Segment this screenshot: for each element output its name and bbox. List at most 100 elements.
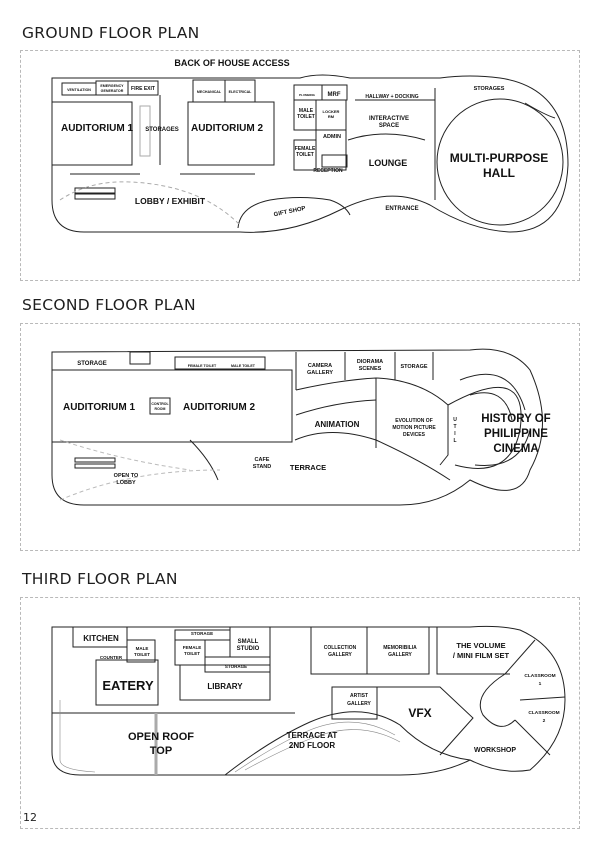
- terrace-label: TERRACE: [290, 463, 326, 472]
- control-room: [149, 397, 171, 415]
- entrance-label: ENTRANCE: [385, 206, 418, 212]
- auditorium-1-room: [51, 101, 133, 166]
- terrace-curve: [224, 711, 471, 776]
- history-label-1: HISTORY OF: [481, 413, 550, 425]
- small-studio-label-2: STUDIO: [237, 646, 260, 652]
- memoribilia-gallery-label-2: GALLERY: [388, 652, 412, 658]
- ventilation-label: VENTILATION: [67, 88, 91, 92]
- eatery-label: EATERY: [102, 678, 154, 693]
- admin-label: ADMIN: [323, 134, 341, 140]
- open-to-lobby-label-2: LOBBY: [116, 480, 136, 486]
- diorama-label-2: SCENES: [359, 366, 382, 372]
- artist-gallery-room: [331, 686, 378, 720]
- second-floor-frame: [20, 323, 580, 551]
- camera-gallery-label-2: GALLERY: [307, 370, 333, 376]
- multipurpose-hall-label-2: HALL: [483, 166, 515, 180]
- third-male-toilet-label-2: TOILET: [134, 652, 150, 657]
- locker-label-1: LOCKER: [323, 109, 340, 114]
- small-studio-label-1: SMALL: [238, 639, 259, 645]
- artist-gallery-label-1: ARTIST: [350, 693, 368, 699]
- interactive-space-label-1: INTERACTIVE: [369, 116, 409, 122]
- female-toilet-label-2: TOILET: [296, 152, 314, 158]
- third-storage-top-label: STORAGE: [191, 631, 213, 636]
- second-storage-label: STORAGE: [77, 361, 107, 367]
- volume-label-2: / MINI FILM SET: [453, 651, 510, 660]
- cafe-stand-label-2: STAND: [253, 464, 272, 470]
- evolution-label-2: MOTION PICTURE: [392, 425, 436, 431]
- hallway-docking-label: HALLWAY + DOCKING: [365, 94, 418, 100]
- util-label-u: U: [453, 417, 457, 423]
- util-label-i: I: [454, 431, 456, 437]
- ground-storages-label: STORAGES: [145, 127, 179, 133]
- ground-auditorium-2-label: AUDITORIUM 2: [191, 123, 263, 134]
- open-roof-label-2: TOP: [150, 745, 172, 757]
- male-toilet-label-1: MALE: [299, 108, 314, 114]
- second-auditorium-1-label: AUDITORIUM 1: [63, 402, 135, 413]
- collection-gallery-label-2: GALLERY: [328, 652, 352, 658]
- artist-gallery-label-2: GALLERY: [347, 701, 371, 707]
- cafe-stand-label-1: CAFE: [255, 457, 270, 463]
- evolution-label-1: EVOLUTION OF: [395, 418, 433, 424]
- female-toilet-label-1: FEMALE: [295, 146, 316, 152]
- generator-label-2: GENERATOR: [101, 89, 124, 93]
- collection-gallery-label-1: COLLECTION: [324, 645, 357, 651]
- library-label: LIBRARY: [207, 682, 243, 691]
- auditorium-2-room: [187, 101, 275, 166]
- third-floor-frame: [20, 597, 580, 829]
- locker-label-2: RM: [328, 114, 335, 119]
- memoribilia-gallery-label-1: MEMORIBILIA: [383, 645, 417, 651]
- terrace-2nd-label-2: 2ND FLOOR: [289, 741, 335, 750]
- history-label-3: CINEMA: [493, 443, 538, 455]
- kitchen-room: [72, 626, 128, 648]
- workshop-label: WORKSHOP: [474, 747, 516, 754]
- open-to-lobby-label-1: OPEN TO: [114, 473, 139, 479]
- third-floor-title: THIRD FLOOR PLAN: [22, 570, 178, 588]
- second-auditoriums: [51, 369, 293, 443]
- electrical-label: ELECTRICAL: [229, 90, 253, 94]
- open-roof-label-1: OPEN ROOF: [128, 731, 194, 743]
- classroom-2-label-1: CLASSROOM: [528, 710, 559, 716]
- second-outline: [51, 348, 543, 506]
- history-label-2: PHILIPPINE: [484, 428, 548, 440]
- hall-storages-label: STORAGES: [474, 86, 505, 92]
- generator-label-1: EMERGENCY: [100, 84, 124, 88]
- second-female-toilet-label: FEMALE TOILET: [188, 364, 217, 368]
- ground-floor-frame: [20, 50, 580, 281]
- fire-exit-room: [127, 80, 159, 96]
- ground-outline: [51, 74, 569, 233]
- mrf-label: MRF: [328, 92, 341, 98]
- util-label-l: L: [453, 438, 456, 444]
- classroom-1-label-1: CLASSROOM: [524, 673, 555, 679]
- animation-label: ANIMATION: [315, 420, 360, 429]
- gift-shop-label: GIFT SHOP: [273, 206, 306, 219]
- male-toilet-label-2: TOILET: [297, 114, 315, 120]
- lounge-label: LOUNGE: [369, 158, 408, 168]
- eatery-room: [95, 659, 159, 706]
- page-number: 12: [23, 811, 37, 824]
- second-floor-title: SECOND FLOOR PLAN: [22, 296, 196, 314]
- library-room: [179, 664, 271, 701]
- control-room-label-2: ROOM: [155, 407, 166, 411]
- multipurpose-hall-circle: [436, 98, 564, 226]
- control-room-label-1: CONTROL: [151, 402, 169, 406]
- third-male-toilet-label-1: MALE: [136, 646, 149, 651]
- second-storage-2-label: STORAGE: [400, 364, 427, 370]
- back-of-house-label: BACK OF HOUSE ACCESS: [174, 58, 289, 68]
- camera-gallery-label-1: CAMERA: [308, 363, 332, 369]
- ground-floor-title: GROUND FLOOR PLAN: [22, 24, 200, 42]
- third-storage-mid-label: STORAGE: [225, 664, 247, 669]
- gift-shop-outline: [237, 197, 351, 229]
- kitchen-label: KITCHEN: [83, 634, 119, 643]
- second-male-toilet-label: MALE TOILET: [231, 364, 256, 368]
- vfx-label: VFX: [408, 706, 431, 720]
- classroom-1-label-2: 1: [539, 681, 542, 687]
- evolution-label-3: DEVICES: [403, 432, 426, 438]
- multipurpose-hall-label-1: MULTI-PURPOSE: [450, 151, 548, 165]
- diorama-label-1: DIORAMA: [357, 359, 383, 365]
- plumbing-label: PLUMBING: [299, 93, 316, 97]
- ground-auditorium-1-label: AUDITORIUM 1: [61, 123, 133, 134]
- third-female-toilet-label-2: TOILET: [184, 651, 200, 656]
- mechanical-label: MECHANICAL: [197, 90, 222, 94]
- third-outline: [51, 625, 566, 776]
